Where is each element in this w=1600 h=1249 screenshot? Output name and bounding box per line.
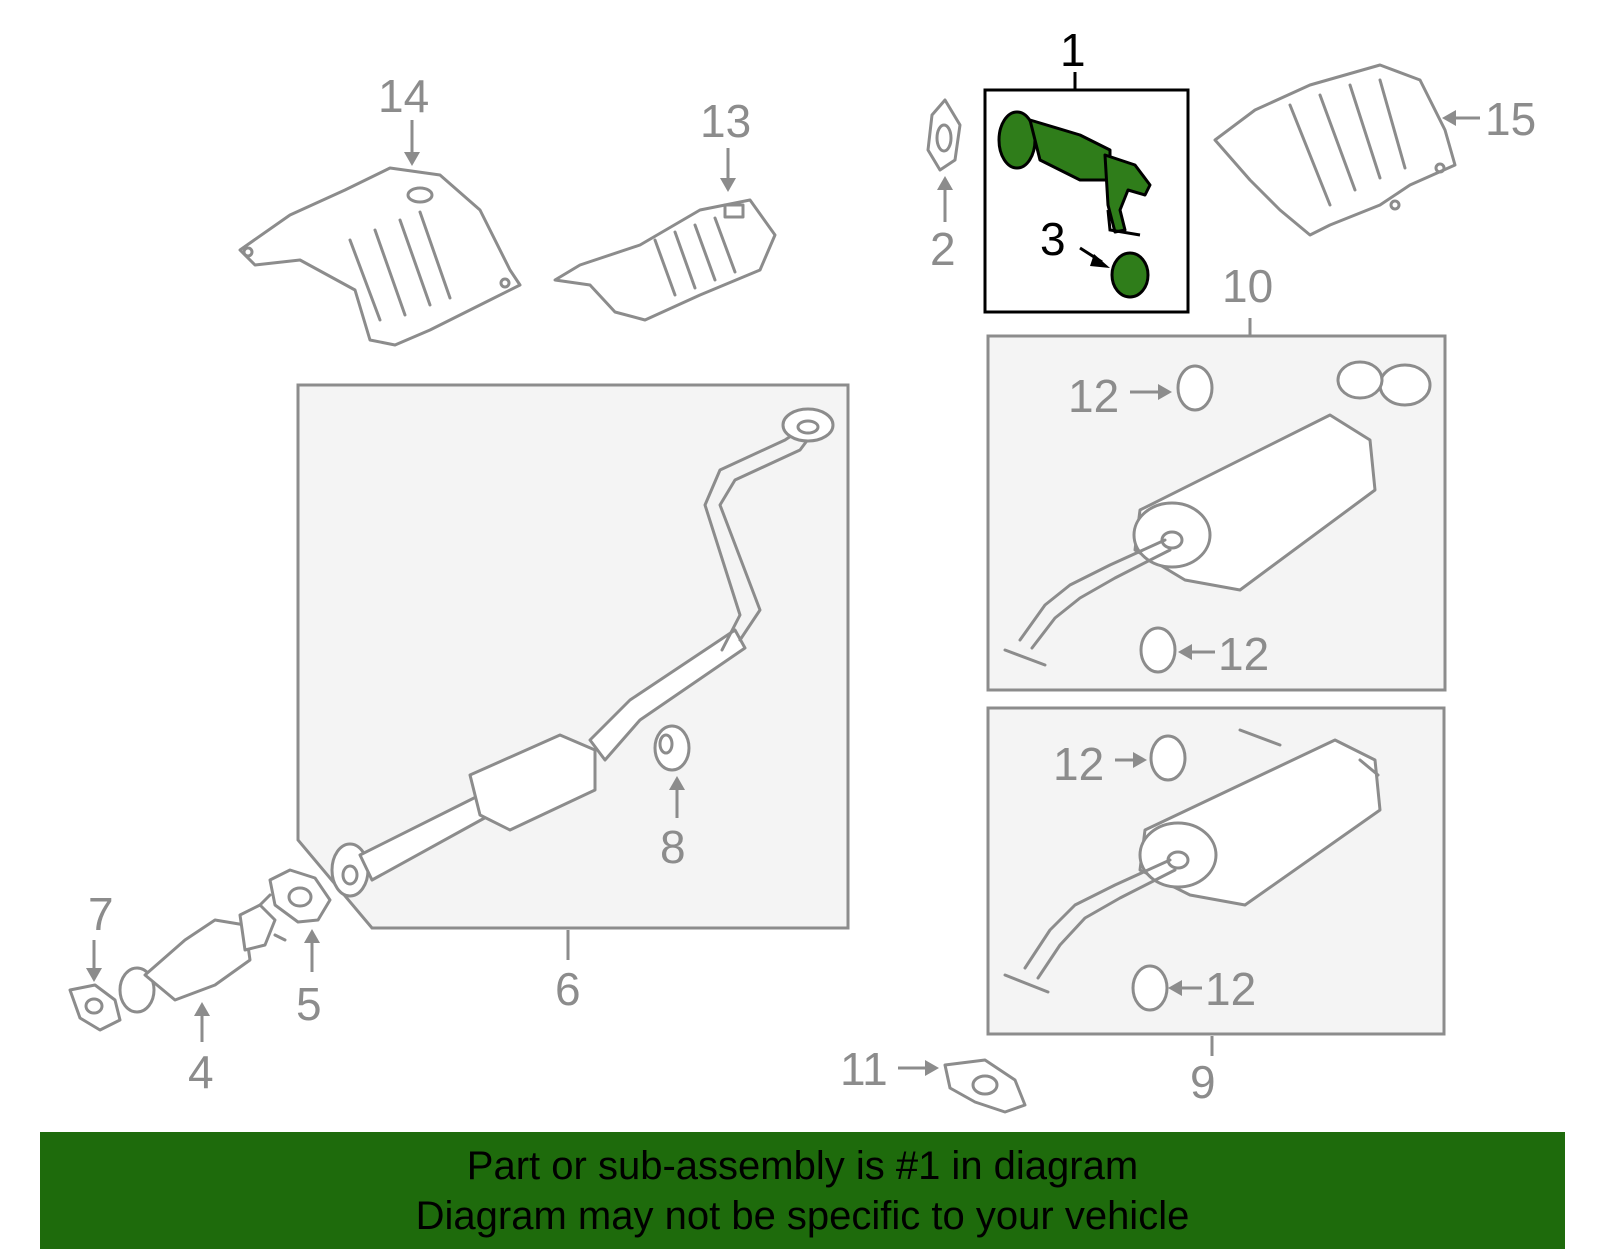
callout-7: 7 [88,888,114,940]
callout-15: 15 [1485,93,1536,145]
callout-6: 6 [555,963,581,1015]
arrowhead-14 [404,152,420,166]
part-12-insulator-b [1139,626,1177,674]
arrowhead-13 [720,178,736,192]
arrowhead-15 [1442,110,1456,126]
callout-8: 8 [660,821,686,873]
arrowhead-7 [86,968,102,982]
part-12-insulator-a [1176,364,1214,412]
callout-10: 10 [1222,260,1273,312]
part-15-heat-shield [1213,63,1457,237]
part-10-muffler [1003,360,1432,667]
arrowhead-4 [194,1002,210,1016]
callout-2: 2 [930,223,956,275]
part-3-insulator [1110,251,1150,299]
part-11-gasket [943,1058,1027,1114]
notice-banner: Part or sub-assembly is #1 in diagram Di… [40,1132,1565,1249]
part-12-insulator-d [1131,964,1169,1012]
callout-4: 4 [188,1046,214,1098]
callout-13: 13 [700,95,751,147]
callout-12-c: 12 [1053,738,1104,790]
callout-14: 14 [378,70,429,122]
callout-11: 11 [840,1043,888,1095]
banner-line-1: Part or sub-assembly is #1 in diagram [466,1143,1139,1188]
callout-12-d: 12 [1205,963,1256,1015]
arrowhead-12-d [1168,980,1182,996]
part-4-catalytic-converter [118,893,287,1014]
callout-3: 3 [1040,213,1066,265]
part-6-center-pipe [330,407,835,898]
part-13-heat-shield [553,198,777,322]
part-7-gasket [68,983,122,1032]
part-2-gasket [926,98,962,172]
arrowhead-3 [1090,254,1110,268]
arrowhead-2 [937,176,953,190]
part-14-heat-shield [238,166,522,347]
callout-9: 9 [1190,1056,1216,1108]
callout-5: 5 [296,978,322,1030]
part-5-gasket [268,868,332,924]
part-8-insulator [653,724,691,772]
arrowhead-12-c [1133,752,1147,768]
arrowhead-12-b [1178,644,1192,660]
callout-12-b: 12 [1218,628,1269,680]
part-12-insulator-c [1149,734,1187,782]
banner-line-2: Diagram may not be specific to your vehi… [415,1193,1190,1238]
arrowhead-5 [304,929,320,943]
callout-12-a: 12 [1068,370,1119,422]
part-1-catalytic-converter [997,110,1152,237]
part-9-muffler [1003,728,1382,994]
arrowhead-11 [925,1060,939,1076]
callout-1: 1 [1060,24,1086,76]
arrowhead-12-a [1158,384,1172,400]
arrowhead-8 [669,776,685,790]
